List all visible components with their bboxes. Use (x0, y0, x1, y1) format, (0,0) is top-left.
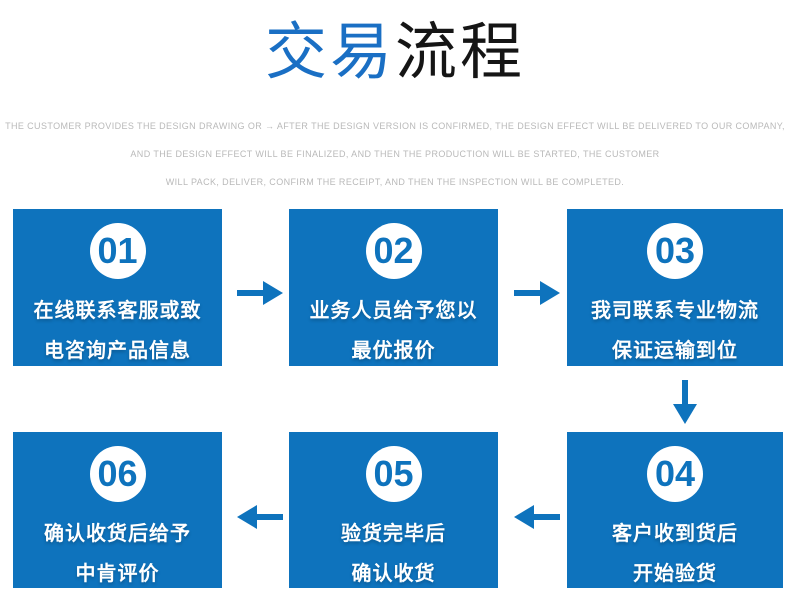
step-04-text-line-1: 客户收到货后 (612, 523, 738, 545)
step-card-06: 06 确认收货后给予 中肯评价 (13, 432, 222, 588)
subtitle-line-3: WILL PACK, DELIVER, CONFIRM THE RECEIPT,… (165, 177, 625, 187)
step-05-text-line-1: 验货完毕后 (341, 523, 446, 545)
step-06-number: 06 (97, 453, 138, 494)
step-02-text-line-2: 最优报价 (351, 340, 436, 362)
step-card-03: 03 我司联系专业物流 保证运输到位 (567, 209, 783, 366)
step-05-text: 验货完毕后 确认收货 (289, 514, 498, 594)
arrow-right-icon (237, 274, 283, 312)
step-05-number: 05 (373, 453, 414, 494)
step-05-number-badge: 05 (365, 446, 422, 502)
arrow-left-icon (237, 498, 283, 536)
step-01-number: 01 (97, 230, 138, 271)
step-06-number-badge: 06 (89, 446, 146, 502)
step-03-text-line-2: 保证运输到位 (612, 340, 738, 362)
step-01-text: 在线联系客服或致 电咨询产品信息 (13, 291, 222, 371)
step-03-number-badge: 03 (647, 223, 703, 279)
step-02-text-line-1: 业务人员给予您以 (309, 300, 478, 322)
arrow-left-icon (514, 498, 560, 536)
arrow-right-icon (514, 274, 560, 312)
step-01-text-line-1: 在线联系客服或致 (33, 300, 202, 322)
step-06-text-line-2: 中肯评价 (75, 563, 160, 585)
step-06-text: 确认收货后给予 中肯评价 (13, 514, 222, 594)
step-06-text-line-1: 确认收货后给予 (44, 523, 191, 545)
subtitle: THE CUSTOMER PROVIDES THE DESIGN DRAWING… (0, 112, 790, 196)
arrow-down-icon (666, 380, 704, 424)
step-04-text-line-2: 开始验货 (633, 563, 717, 585)
subtitle-line-1: THE CUSTOMER PROVIDES THE DESIGN DRAWING… (5, 121, 785, 131)
step-card-05: 05 验货完毕后 确认收货 (289, 432, 498, 588)
step-04-text: 客户收到货后 开始验货 (567, 514, 783, 594)
step-04-number: 04 (654, 453, 696, 494)
step-04-number-badge: 04 (647, 446, 703, 502)
step-03-text-line-1: 我司联系专业物流 (591, 300, 759, 322)
step-03-text: 我司联系专业物流 保证运输到位 (567, 291, 783, 371)
step-02-text: 业务人员给予您以 最优报价 (289, 291, 498, 371)
step-01-text-line-2: 电咨询产品信息 (44, 340, 191, 362)
page-title-black-part: 流程 (395, 18, 526, 87)
step-02-number-badge: 02 (365, 223, 422, 279)
step-01-number-badge: 01 (89, 223, 146, 279)
step-02-number: 02 (373, 230, 414, 271)
page-title: 交易流程 (0, 14, 790, 92)
step-card-04: 04 客户收到货后 开始验货 (567, 432, 783, 588)
subtitle-line-2: AND THE DESIGN EFFECT WILL BE FINALIZED,… (130, 149, 660, 159)
step-03-number: 03 (654, 230, 696, 271)
step-05-text-line-2: 确认收货 (351, 563, 436, 585)
step-card-02: 02 业务人员给予您以 最优报价 (289, 209, 498, 366)
page-title-blue-part: 交易 (264, 18, 395, 87)
step-card-01: 01 在线联系客服或致 电咨询产品信息 (13, 209, 222, 366)
